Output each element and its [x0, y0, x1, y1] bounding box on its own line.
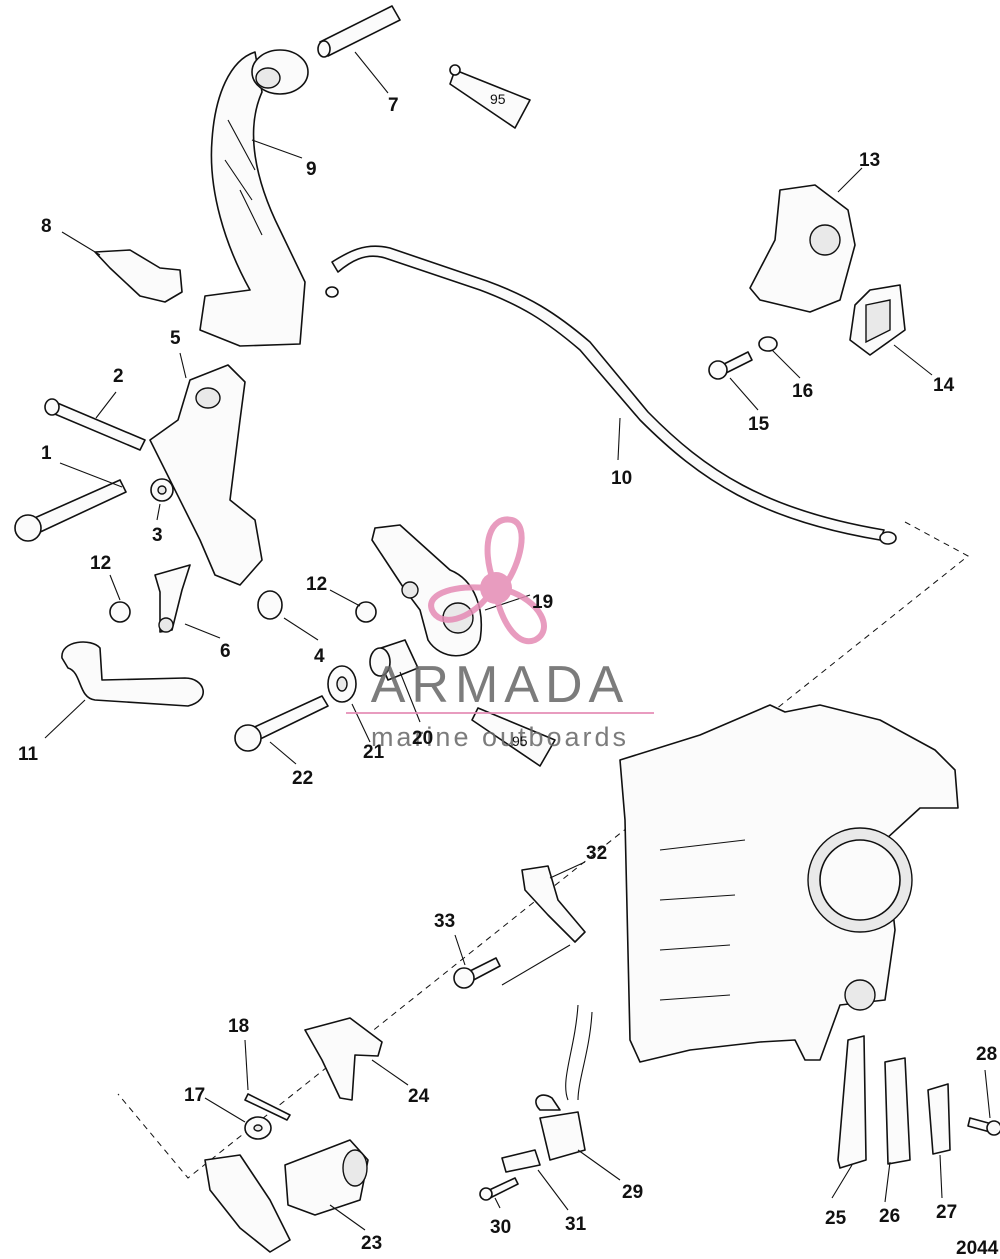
part-arm-23: [204, 1139, 369, 1253]
dashed-assembly-line: [117, 521, 969, 1179]
part-cam-19: [371, 524, 482, 657]
watermark-tagline: marine outboards: [371, 722, 629, 752]
callout-1: 1: [41, 443, 52, 464]
callout-8: 8: [41, 216, 52, 237]
callout-7: 7: [388, 95, 399, 116]
part-shaft-2: [44, 398, 146, 451]
callout-12-right: 12: [306, 574, 327, 595]
part-shim-27: [927, 1083, 951, 1155]
part-link-rod: [325, 245, 897, 545]
watermark-brand: ARMADA: [371, 656, 629, 714]
callout-29: 29: [622, 1182, 643, 1203]
part-screw-30: [479, 1177, 519, 1201]
callout-6: 6: [220, 641, 231, 662]
part-tube-95-bottom: [471, 707, 556, 767]
callout-2: 2: [113, 366, 124, 387]
part-washer-17: [244, 1116, 272, 1140]
part-pin-18: [244, 1093, 291, 1121]
callout-26: 26: [879, 1206, 900, 1227]
callout-19: 19: [532, 592, 553, 613]
part-gasket-14: [849, 284, 906, 356]
callout-22: 22: [292, 768, 313, 789]
part-clip-12-right: [355, 601, 377, 623]
part-shim-26: [884, 1057, 911, 1165]
part-bolt-22: [234, 695, 329, 752]
callout-21: 21: [363, 742, 385, 763]
part-bracket-24: [304, 1017, 383, 1101]
part-bolt-1: [14, 479, 127, 542]
part-bracket-32: [501, 865, 586, 986]
part-link-6: [154, 564, 191, 633]
callout-13: 13: [859, 150, 880, 171]
callout-4: 4: [314, 646, 325, 667]
callout-5: 5: [170, 328, 181, 349]
leader-lines: [44, 51, 991, 1231]
callout-32: 32: [586, 843, 607, 864]
callout-24: 24: [408, 1086, 430, 1107]
part-bushing-4: [257, 590, 283, 620]
part-bracket-13: [749, 184, 856, 313]
callout-10: 10: [611, 468, 632, 489]
part-bushing-16: [758, 336, 778, 352]
part-washer-21: [327, 665, 357, 703]
part-pin: [317, 5, 401, 58]
callout-14: 14: [933, 375, 955, 396]
callout-15: 15: [748, 414, 770, 435]
part-sensor-29: [535, 1004, 593, 1161]
callout-25: 25: [825, 1208, 847, 1229]
part-clip-12-left: [109, 601, 131, 623]
part-main-housing: [619, 704, 959, 1063]
callout-16: 16: [792, 381, 813, 402]
part-throttle-lever: [199, 49, 309, 347]
tube-label-top: 95: [490, 91, 506, 107]
part-roller-20: [369, 639, 419, 681]
part-tube-95-top: [449, 64, 531, 129]
callout-11: 11: [18, 744, 39, 765]
part-shim-25: [837, 1035, 867, 1169]
callout-18: 18: [228, 1016, 249, 1037]
callout-3: 3: [152, 525, 163, 546]
part-plate-31: [501, 1149, 541, 1173]
part-nut-3: [150, 478, 174, 502]
armada-watermark: ARMADA marine outboards: [346, 516, 654, 752]
callout-31: 31: [565, 1214, 587, 1235]
tube-label-bottom: 95: [512, 733, 528, 749]
part-screw-28: [967, 1117, 1000, 1136]
part-bracket-8: [94, 249, 183, 303]
callout-27: 27: [936, 1202, 957, 1223]
part-bolt-15: [708, 351, 753, 380]
callout-9: 9: [306, 159, 317, 180]
callout-labels: 1 2 3 4 5 6 7 8 9 10 11 12 12 13 14 15 1…: [18, 91, 999, 1259]
part-hose-11: [61, 641, 204, 707]
callout-28: 28: [976, 1044, 997, 1065]
figure-number: 2044: [956, 1238, 999, 1259]
callout-20: 20: [412, 728, 433, 749]
propeller-logo-icon: [428, 516, 547, 645]
callout-12-left: 12: [90, 553, 111, 574]
callout-23: 23: [361, 1233, 382, 1254]
callout-17: 17: [184, 1085, 205, 1106]
part-lever-5: [149, 364, 263, 586]
callout-33: 33: [434, 911, 455, 932]
callout-30: 30: [490, 1217, 511, 1238]
part-bolt-33: [453, 957, 501, 989]
